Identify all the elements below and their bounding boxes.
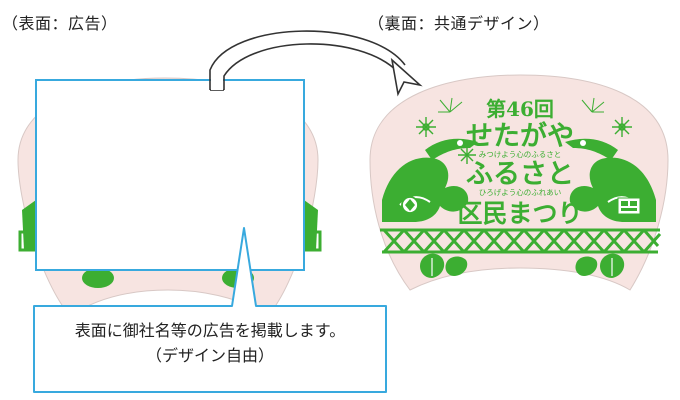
subtitle-2: ひろげよう心のふれあい (479, 188, 562, 197)
title-line-2: ふるさと (466, 159, 574, 190)
callout-text: 表面に御社名等の広告を掲載します。 （デザイン自由） (34, 318, 386, 368)
firework-burst-right (581, 97, 605, 113)
callout-line-1: 表面に御社名等の広告を掲載します。 (74, 321, 346, 340)
front-side-label: （表面：広告） (2, 14, 118, 33)
subtitle-1: みつけよう心のふるさと (479, 150, 562, 159)
leaf-pair-right (575, 253, 625, 278)
title-line-3: 区民まつり (457, 199, 582, 228)
ad-area (35, 79, 305, 271)
firework-ornament-right (612, 117, 632, 137)
lattice-band (380, 228, 662, 254)
bird-left (425, 138, 478, 160)
front-right-decoration (304, 200, 318, 250)
callout-line-2: （デザイン自由） (145, 346, 274, 365)
edition-text: 第46回 (486, 97, 554, 121)
firework-ornament-left (416, 117, 436, 137)
arrow-head (390, 57, 423, 97)
firework-ornament-center (458, 146, 476, 164)
title-line-1: せたがや (466, 120, 574, 152)
front-left-decoration (22, 200, 36, 250)
callout-box (33, 227, 387, 393)
front-fan (17, 77, 322, 317)
firework-burst-left (438, 97, 463, 113)
flip-arrow (209, 30, 423, 97)
back-fan-shape (369, 74, 669, 291)
bird-right (565, 138, 618, 160)
leaf-pair-left (420, 253, 468, 278)
back-fan: 第46回 せたがや みつけよう心のふるさと ふるさと ひろげよう心のふれあい 区… (369, 74, 669, 291)
back-side-label: （裏面：共通デザイン） (368, 14, 550, 33)
front-leaf-left (82, 268, 114, 288)
